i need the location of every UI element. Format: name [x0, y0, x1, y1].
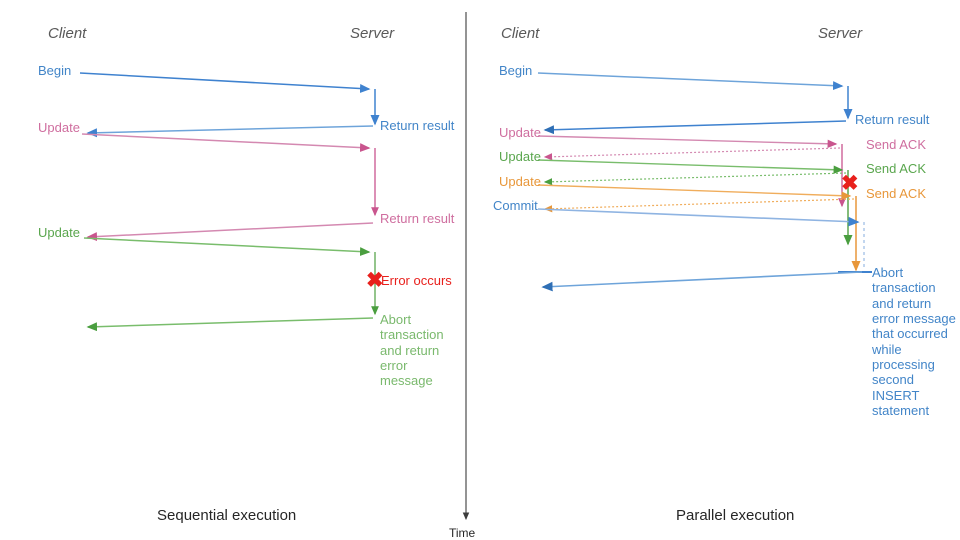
message-label-par-return: Return result — [855, 112, 930, 127]
arrow-seq-return-1 — [86, 125, 374, 138]
message-label-par-update-1: Update — [499, 125, 541, 140]
arrow-par-update-1 — [537, 135, 838, 148]
error-label-sequential: Error occurs — [381, 273, 452, 288]
arrow-par-ack-3 — [543, 198, 855, 213]
actor-server-parallel: Server — [818, 25, 863, 42]
message-label-seq-abort: Abort transaction and return error messa… — [380, 312, 444, 389]
arrow-par-begin — [537, 72, 844, 91]
caption-sequential: Sequential execution — [157, 507, 297, 524]
message-label-par-abort: Abort transaction and return error messa… — [872, 265, 956, 418]
error-x-icon-sequential: ✖ — [366, 269, 384, 292]
arrow-par-return — [543, 120, 847, 135]
arrow-seq-update-2 — [83, 237, 371, 257]
arrow-par-commit — [537, 208, 860, 227]
message-label-seq-begin: Begin — [38, 63, 72, 78]
parallel-panel-arrows — [537, 72, 872, 292]
arrow-seq-update-1 — [81, 133, 371, 153]
time-axis-label: Time — [449, 526, 476, 540]
arrow-par-ack-2 — [543, 172, 847, 186]
message-label-seq-return-2: Return result — [380, 211, 455, 226]
actor-client-sequential: Client — [48, 25, 87, 42]
message-label-seq-update-2: Update — [38, 225, 80, 240]
message-label-par-ack-1: Send ACK — [866, 137, 926, 152]
message-label-par-ack-2: Send ACK — [866, 161, 926, 176]
message-label-par-ack-3: Send ACK — [866, 186, 926, 201]
message-label-par-update-3: Update — [499, 174, 541, 189]
arrow-par-abort — [541, 271, 863, 292]
sequential-panel-arrows — [79, 72, 380, 332]
message-label-seq-return-1: Return result — [380, 118, 455, 133]
arrow-seq-return-2 — [86, 222, 374, 242]
arrow-seq-begin — [79, 72, 371, 93]
arrow-par-update-3 — [537, 184, 852, 200]
arrow-seq-abort — [86, 317, 374, 332]
arrow-par-update-2 — [537, 159, 844, 174]
message-label-par-update-2: Update — [499, 149, 541, 164]
actor-server-sequential: Server — [350, 25, 395, 42]
message-label-seq-update-1: Update — [38, 120, 80, 135]
message-label-par-commit: Commit — [493, 198, 538, 213]
error-x-icon-parallel: ✖ — [841, 172, 859, 195]
caption-parallel: Parallel execution — [676, 507, 795, 524]
arrow-par-ack-1 — [543, 147, 841, 161]
actor-client-parallel: Client — [501, 25, 540, 42]
message-label-par-begin: Begin — [499, 63, 533, 78]
